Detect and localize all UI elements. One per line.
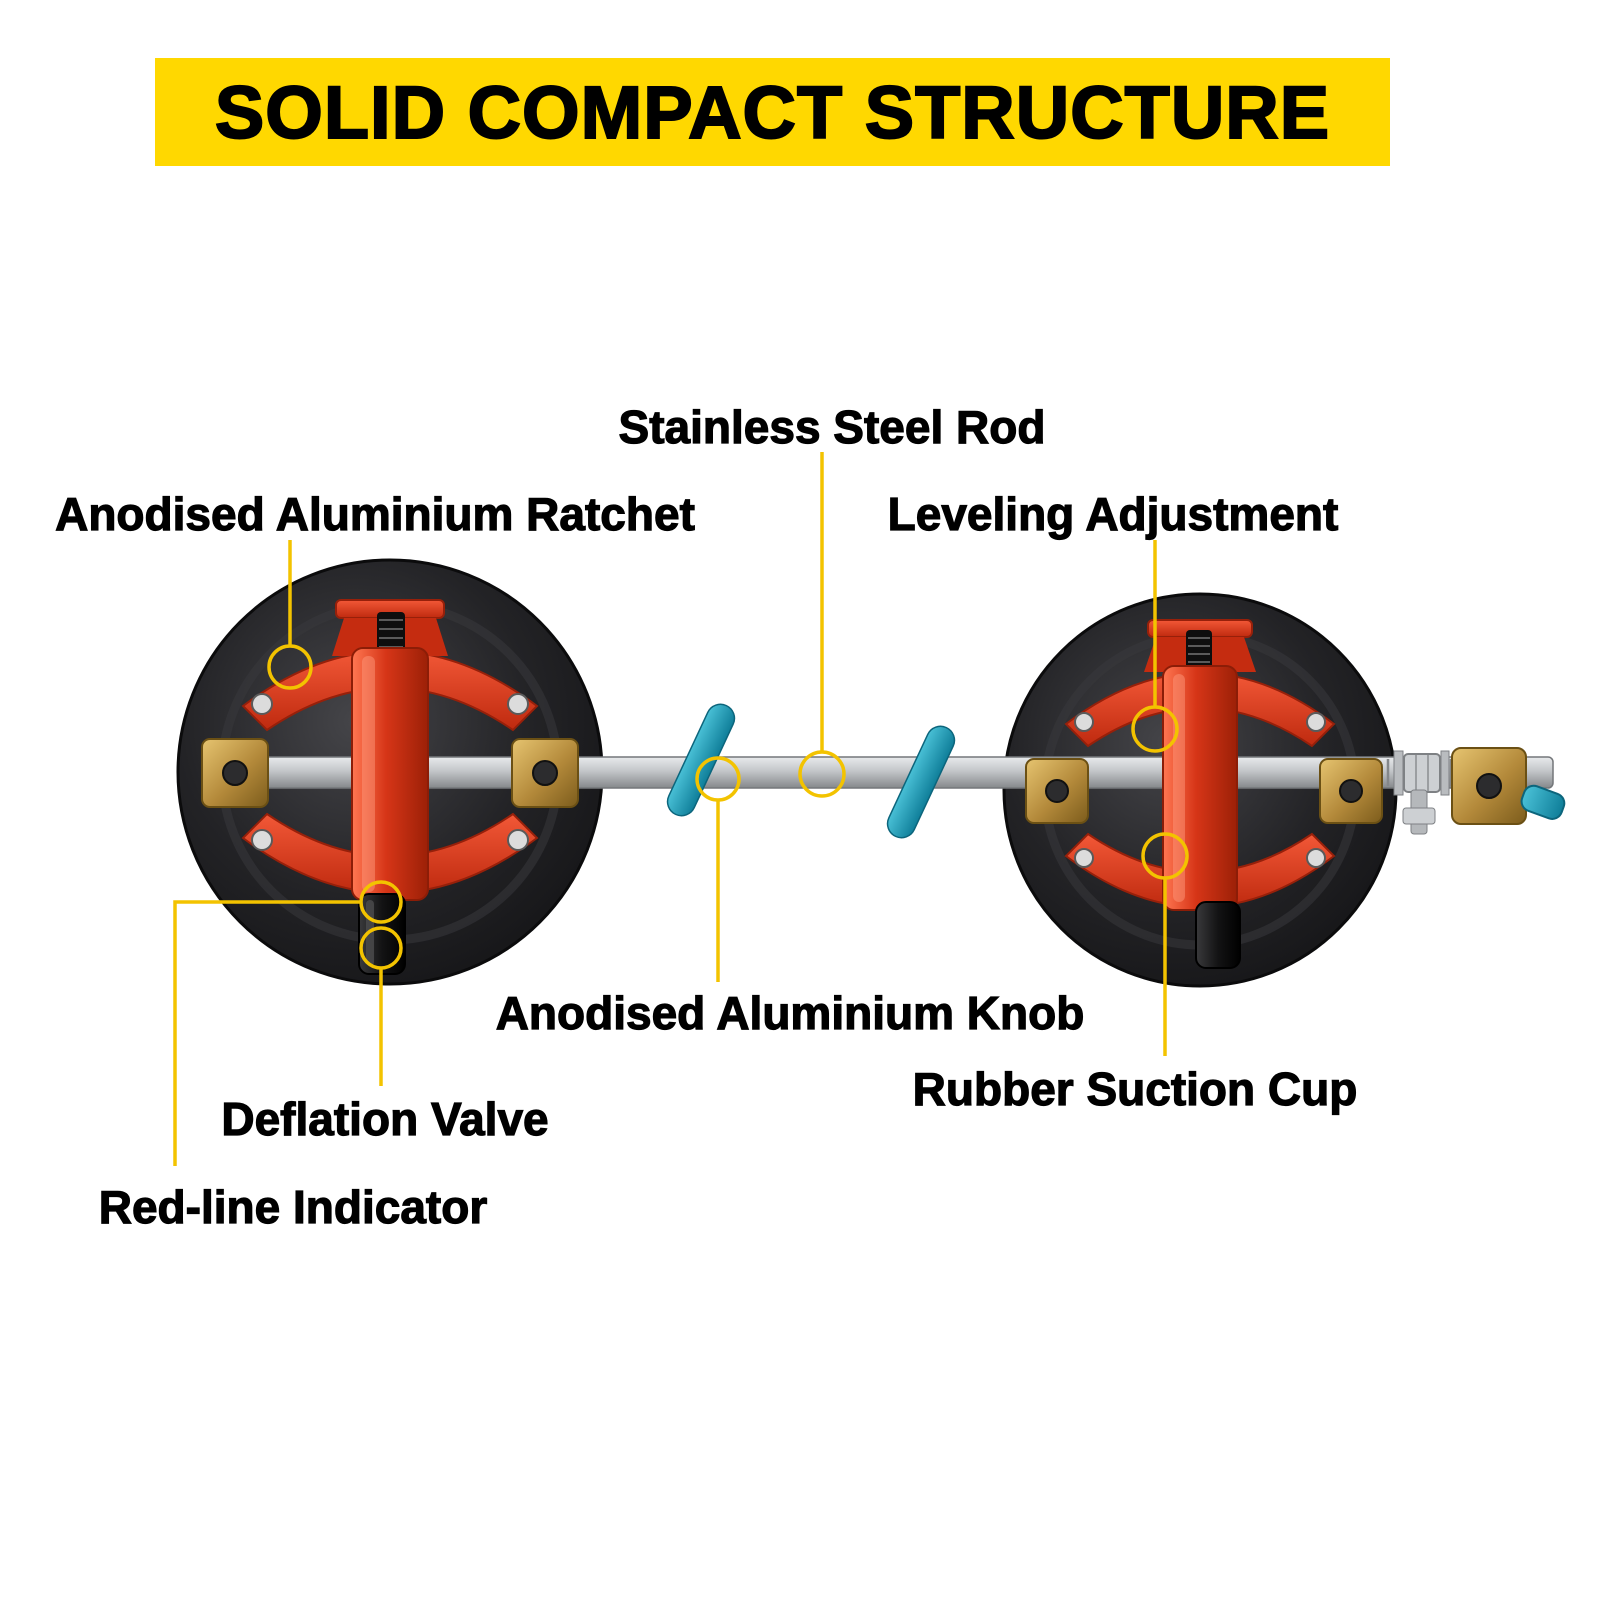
bracket-screw: [1306, 848, 1326, 868]
washer: [1440, 750, 1450, 796]
end-knob: [1520, 784, 1566, 820]
label-rubber-suction-cup: Rubber Suction Cup: [912, 1062, 1358, 1115]
title-banner: SOLID COMPACT STRUCTURE: [155, 58, 1390, 166]
aluminium-knob-left: [666, 703, 736, 817]
bracket-screw: [251, 829, 273, 851]
bracket-screw: [1306, 712, 1326, 732]
left-cup-assembly: [201, 599, 579, 975]
bracket-screw: [251, 693, 273, 715]
aluminium-knob-right: [886, 725, 956, 839]
right-bottom-bracket: [1064, 832, 1336, 908]
label-deflation-valve: Deflation Valve: [221, 1092, 549, 1145]
left-bottom-bracket: [241, 812, 539, 894]
column-highlight: [362, 656, 375, 892]
label-stainless-steel-rod: Stainless Steel Rod: [618, 400, 1046, 453]
bracket-screw: [1074, 712, 1094, 732]
label-anodised-aluminium-ratchet: Anodised Aluminium Ratchet: [55, 487, 696, 540]
leader-red-line-indicator: [173, 900, 360, 1166]
clamp-screw: [222, 760, 248, 786]
ring-knob: [695, 756, 741, 802]
ring-rubber-cup: [1141, 832, 1189, 880]
ring-ratchet: [267, 644, 313, 690]
leveling-nut: [1402, 807, 1436, 825]
callouts: [173, 452, 1189, 1166]
label-anodised-aluminium-knob: Anodised Aluminium Knob: [495, 986, 1085, 1039]
clamp-screw: [532, 760, 558, 786]
bracket-screw: [1074, 848, 1094, 868]
washer: [1393, 750, 1404, 796]
hex-nut: [1403, 753, 1441, 793]
label-leveling-adjustment: Leveling Adjustment: [887, 487, 1339, 540]
ring-leveling: [1131, 705, 1179, 753]
label-red-line-indicator: Red-line Indicator: [98, 1180, 488, 1233]
ring-stainless-steel-rod: [798, 750, 846, 798]
clamp-screw: [1045, 779, 1069, 803]
leveling-adjustment-hardware: [1393, 747, 1566, 835]
right-top-bracket: [1064, 672, 1336, 748]
right-deflation-valve: [1195, 901, 1241, 969]
ring-red-line-indicator: [359, 880, 403, 924]
clamp-screw: [1476, 773, 1502, 799]
bracket-screw: [507, 693, 529, 715]
page-title: SOLID COMPACT STRUCTURE: [214, 70, 1331, 155]
right-cup-assembly: [1025, 619, 1383, 969]
bracket-screw: [507, 829, 529, 851]
left-top-bracket: [241, 650, 539, 732]
clamp-screw: [1339, 779, 1363, 803]
spring-coils: [1188, 637, 1210, 663]
ring-deflation-valve: [359, 926, 403, 970]
